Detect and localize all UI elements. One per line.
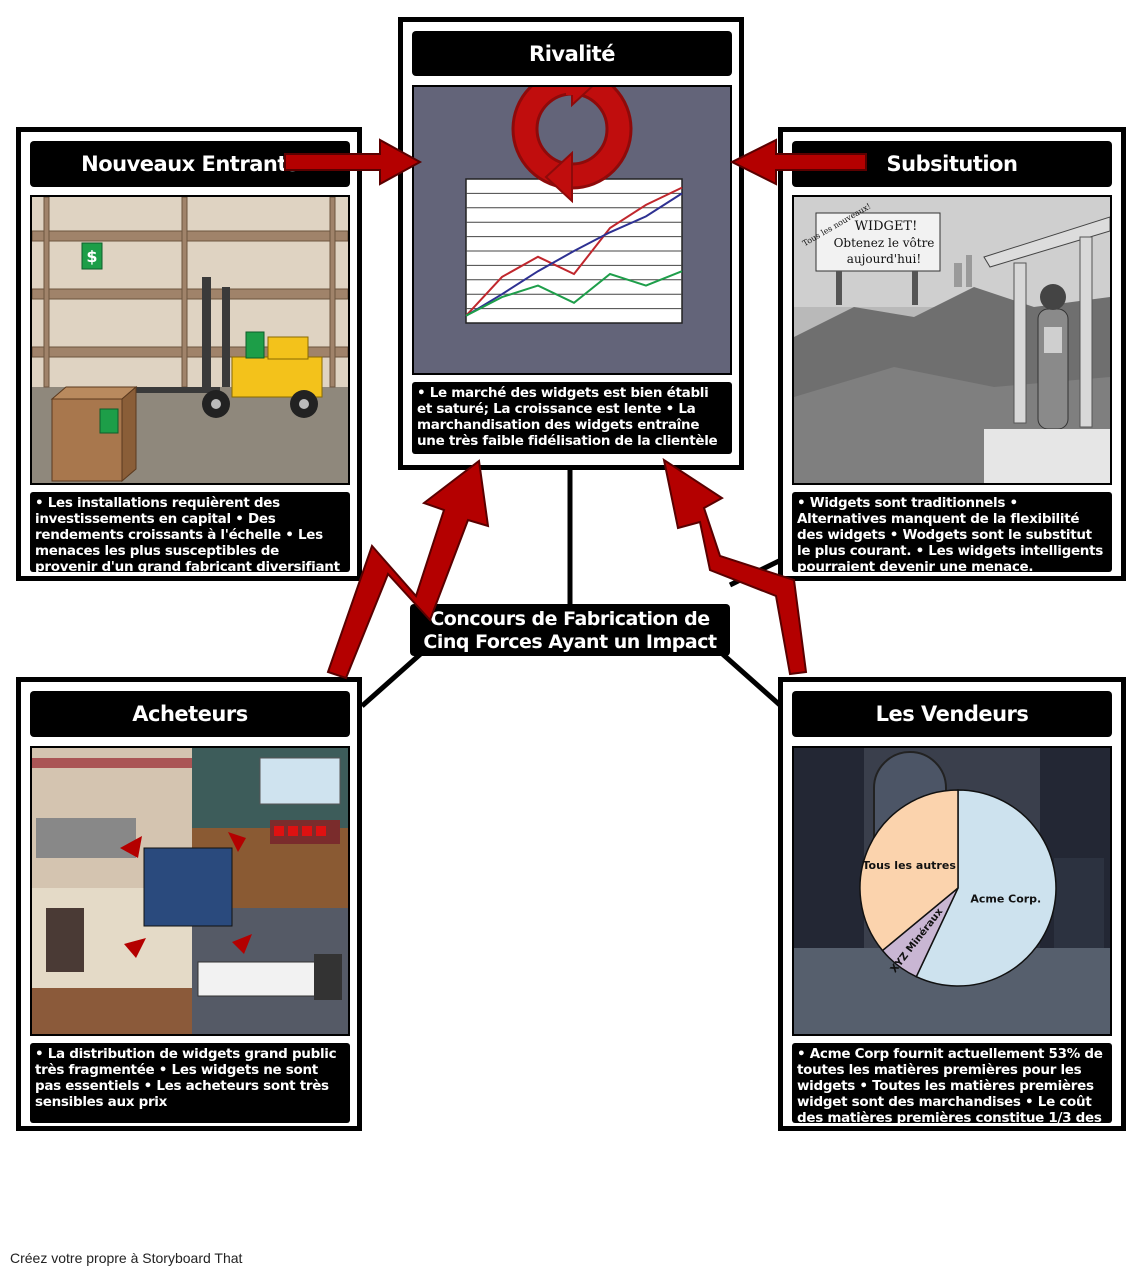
card-buyers-title: Acheteurs [30,691,350,737]
hills [794,287,1110,397]
gas-station-scene: WIDGET! Obtenez le vôtre aujourd'hui! To… [792,195,1112,485]
card-buyers: Acheteurs [16,677,362,1131]
pie-label-0: Acme Corp. [970,893,1041,906]
shelf-products [274,826,326,836]
product-display-case [197,961,319,997]
pie-slice-2 [859,789,959,952]
center-title: Concours de Fabrication de Cinq Forces A… [410,604,730,656]
city-skyline [954,263,962,287]
chart-series-line-1 [465,192,683,317]
pie-slice-0 [915,789,1057,987]
billboard-line3: aujourd'hui! [847,252,921,266]
price-tag-icon: $ [81,242,103,270]
connector-buyers-center [360,648,427,708]
station-canopy [983,216,1110,428]
wooden-crate-icon [50,385,138,483]
card-rivalry-title: Rivalité [412,31,732,76]
red-arrow-icons [120,832,252,958]
card-substitution: Subsitution WIDGET! Obtenez le vôtre auj… [778,127,1126,581]
card-new-entrants-text: • Les installations requièrent des inves… [30,492,350,572]
chart-series-group [465,186,683,317]
card-rivalry: Rivalité • Le marché des widgets est bie… [398,17,744,470]
warehouse-scene: $ [30,195,350,485]
price-tag-symbol: $ [86,247,97,266]
window [259,757,341,805]
card-new-entrants: Nouveaux Entrants $ [16,127,362,581]
card-substitution-title: Subsitution [792,141,1112,187]
connector-substitution [728,557,783,588]
billboard-line1: WIDGET! [855,219,918,234]
store-illustration [32,748,348,1034]
card-substitution-text: • Widgets sont traditionnels • Alternati… [792,492,1112,572]
chart-series-line-2 [465,270,683,317]
blue-bins-display [143,847,233,927]
trash-bin [314,954,342,1000]
store-scene [30,746,350,1036]
gas-pump-icon [1037,284,1069,430]
card-suppliers-title: Les Vendeurs [792,691,1112,737]
card-rivalry-text: • Le marché des widgets est bien établi … [412,382,732,454]
footer-credit: Créez votre propre à Storyboard That [10,1250,243,1266]
warehouse-illustration: $ [32,197,348,483]
card-buyers-text: • La distribution de widgets grand publi… [30,1043,350,1123]
card-new-entrants-title: Nouveaux Entrants [30,141,350,187]
connector-suppliers-center [716,648,783,708]
chart-series-line-0 [465,186,683,317]
store-counter [36,818,136,858]
card-suppliers-text: • Acme Corp fournit actuellement 53% de … [792,1043,1112,1123]
billboard: WIDGET! Obtenez le vôtre aujourd'hui! To… [801,202,941,305]
forklift-icon [136,277,323,418]
pie-label-2: Tous les autres [863,859,957,872]
rivalry-line-chart [465,87,683,324]
rivalry-cycle-icon [511,87,633,204]
gas-station-illustration: WIDGET! Obtenez le vôtre aujourd'hui! To… [794,197,1110,483]
rivalry-scene [412,85,732,375]
billboard-line2: Obtenez le vôtre [834,236,935,250]
